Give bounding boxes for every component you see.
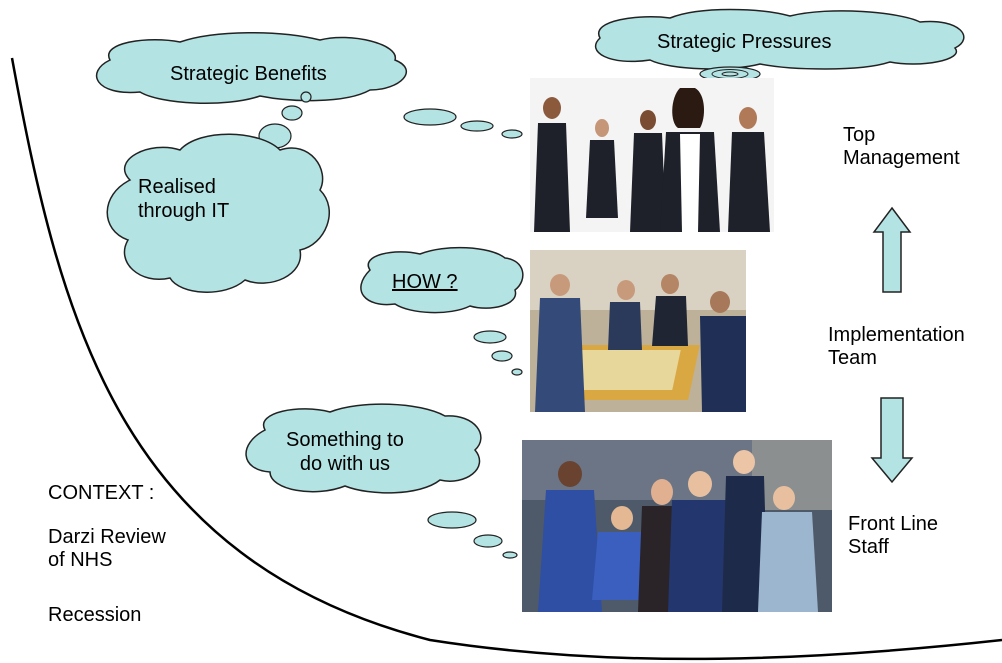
bubble (473, 330, 507, 344)
bubble (502, 551, 518, 559)
something-to-do-with-us-label: Something to do with us (286, 429, 404, 475)
implementation-team-label: Implementation Team (828, 324, 965, 369)
cloud-something (245, 403, 482, 494)
bubble (511, 368, 523, 376)
context-darzi-review: Darzi Review of NHS (48, 526, 166, 571)
pressure-swirl-inner (721, 71, 739, 77)
up-arrow (872, 206, 912, 293)
realised-through-it-label: Realised through IT (138, 176, 230, 222)
context-heading: CONTEXT : (48, 482, 155, 504)
context-recession: Recession (48, 604, 142, 626)
front-line-staff-label: Front Line Staff (848, 513, 939, 558)
top-management-label: Top Management (843, 124, 960, 169)
down-arrow (870, 397, 914, 484)
context-curve (10, 57, 1002, 661)
bubble (473, 534, 503, 548)
bubble (300, 91, 312, 103)
implementation-team-photo (530, 250, 746, 412)
bubble (460, 120, 494, 132)
bubble (427, 511, 477, 529)
bubble (281, 105, 303, 121)
bubble (491, 350, 513, 362)
cloud-strategic-benefits (96, 32, 408, 104)
bubble (501, 129, 523, 139)
cloud-strategic-pressures (594, 8, 965, 70)
cloud-realised (106, 133, 330, 293)
bubble (403, 108, 457, 126)
how-label: HOW ? (392, 271, 458, 293)
top-management-photo (530, 78, 774, 232)
strategic-benefits-label: Strategic Benefits (170, 63, 327, 85)
front-line-staff-photo (522, 440, 832, 612)
strategic-pressures-label: Strategic Pressures (657, 31, 832, 53)
cloud-how (360, 246, 524, 314)
